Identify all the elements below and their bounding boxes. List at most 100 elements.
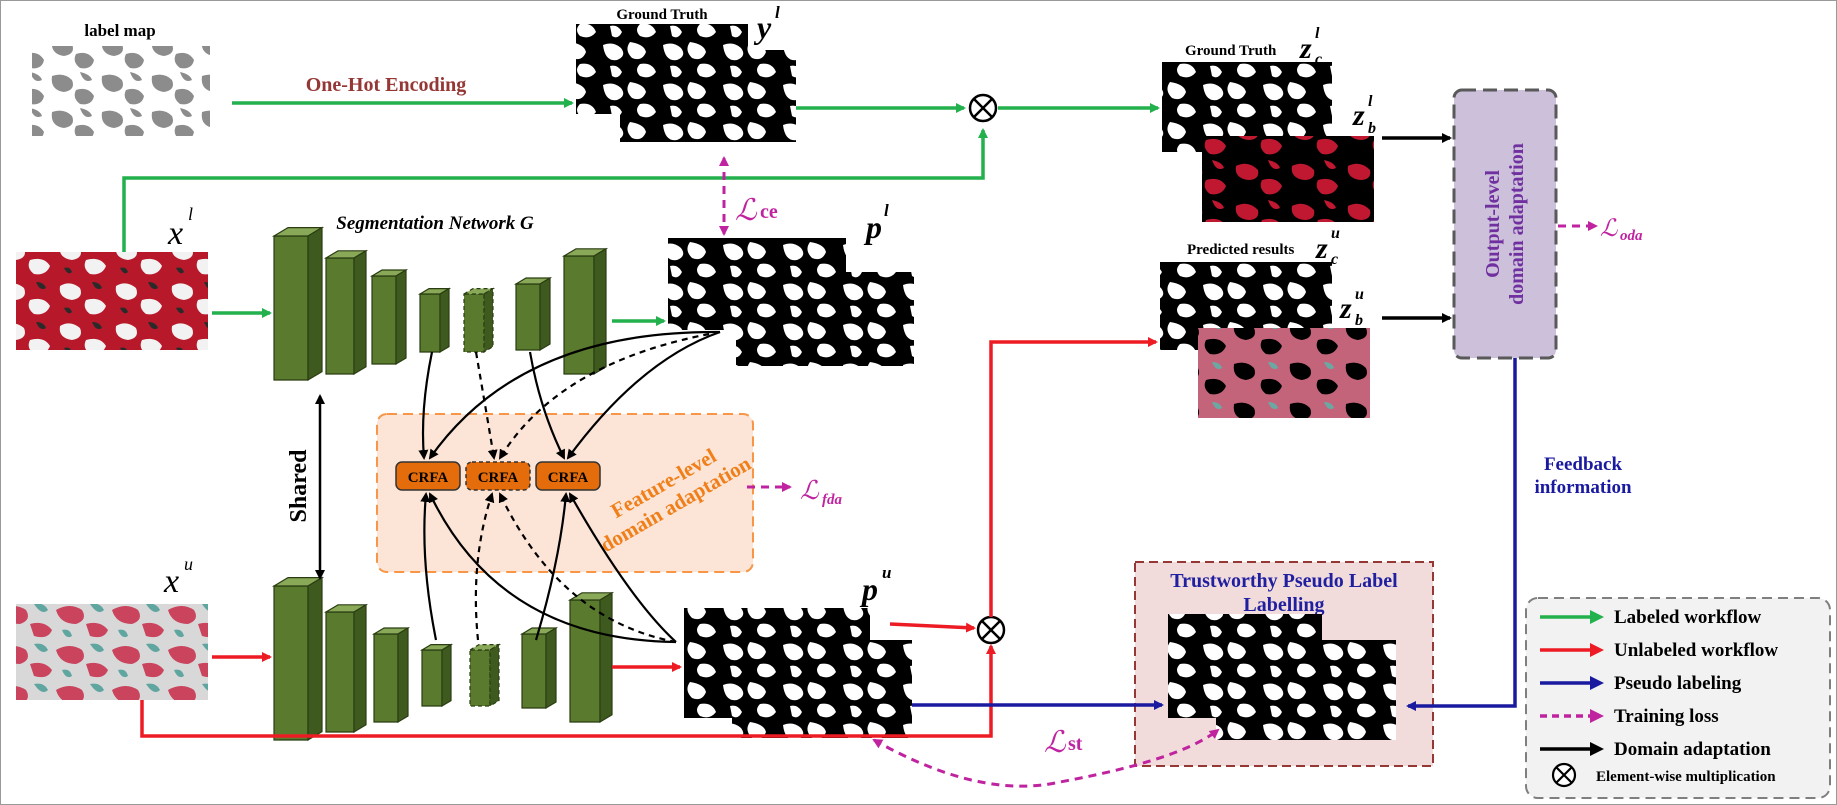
oda-line1: Output-level <box>1482 170 1504 278</box>
svg-text:z: z <box>1352 99 1365 132</box>
svg-text:CRFA: CRFA <box>408 470 449 486</box>
layer-top-7 <box>561 247 609 376</box>
svg-text:x: x <box>163 563 179 600</box>
tpl-box: Trustworthy Pseudo Label Labelling <box>1134 561 1434 767</box>
training-loss-lines <box>719 156 1598 788</box>
legend-label-5: Domain adaptation <box>1614 739 1771 760</box>
segmentation-network-labeled <box>271 226 609 382</box>
layer-bottom-7 <box>567 591 615 724</box>
var-zc-u: z c u <box>1315 225 1340 268</box>
svg-text:z: z <box>1299 32 1312 65</box>
svg-text:b: b <box>1355 312 1363 329</box>
layer-bottom-4 <box>419 643 454 708</box>
tpl-title-line2: Labelling <box>1243 594 1324 616</box>
ground-truth-zl-images: Ground Truth <box>1162 43 1374 222</box>
svg-text:u: u <box>1355 286 1364 303</box>
svg-text:y: y <box>753 9 772 45</box>
input-xu-image <box>16 604 208 700</box>
svg-text:ℒ: ℒ <box>1600 216 1618 242</box>
svg-text:CRFA: CRFA <box>478 470 519 486</box>
layer-top-1 <box>271 226 325 382</box>
feedback-line2: information <box>1534 477 1632 498</box>
segmentation-network-title: Segmentation Network G <box>336 213 534 234</box>
svg-text:st: st <box>1068 733 1083 755</box>
multiply-node-top <box>968 93 998 123</box>
layer-top-3 <box>369 268 409 366</box>
svg-text:l: l <box>1315 25 1320 42</box>
layer-top-6 <box>513 276 553 352</box>
svg-text:CRFA: CRFA <box>548 470 589 486</box>
domain-adaptation-lines <box>1382 133 1452 323</box>
svg-text:b: b <box>1368 120 1376 137</box>
legend-arrowhead-4 <box>1590 709 1604 723</box>
var-zb-l: z b l <box>1352 93 1376 137</box>
loss-oda-label: ℒ oda <box>1600 216 1643 244</box>
svg-text:l: l <box>1368 93 1373 110</box>
legend-arrowhead-1 <box>1590 610 1604 624</box>
legend-label-1: Labeled workflow <box>1614 607 1762 628</box>
ground-truth-top-caption: Ground Truth <box>616 7 708 23</box>
fda-box: Feature-level domain adaptation <box>376 413 755 573</box>
svg-text:u: u <box>882 563 891 582</box>
svg-text:p: p <box>863 209 882 245</box>
loss-fda-label: ℒ fda <box>800 476 842 508</box>
predicted-zu-images: Predicted results <box>1160 242 1370 418</box>
var-p-l: p l <box>863 201 889 245</box>
crfa-module-3: CRFA <box>535 461 601 491</box>
layer-bottom-3 <box>371 626 411 724</box>
segmentation-network-unlabeled <box>271 576 615 742</box>
svg-text:ce: ce <box>760 201 778 223</box>
layer-top-5 <box>461 287 496 354</box>
var-y-l: y l <box>753 3 780 45</box>
layer-bottom-5 <box>467 643 502 708</box>
svg-text:u: u <box>184 554 193 574</box>
pseudo-labeling-lines <box>912 358 1517 711</box>
svg-text:u: u <box>1331 225 1340 242</box>
layer-bottom-6 <box>519 626 559 710</box>
svg-text:x: x <box>167 215 183 252</box>
tpl-title-line1: Trustworthy Pseudo Label <box>1170 570 1398 592</box>
prediction-pl-image <box>668 238 914 366</box>
svg-text:fda: fda <box>822 492 842 508</box>
svg-text:ℒ: ℒ <box>800 476 820 505</box>
oda-box: Output-level domain adaptation <box>1452 88 1558 360</box>
svg-text:l: l <box>188 204 193 224</box>
var-x-u: x u <box>163 554 193 600</box>
svg-text:ℒ: ℒ <box>1044 726 1067 759</box>
ground-truth-right-caption: Ground Truth <box>1185 43 1277 59</box>
input-xl-image <box>16 252 208 350</box>
svg-text:l: l <box>884 201 889 220</box>
label-map-image: label map <box>32 21 210 136</box>
multiply-node-bottom <box>976 615 1006 645</box>
predicted-results-caption: Predicted results <box>1187 242 1295 258</box>
layer-bottom-1 <box>271 576 325 742</box>
prediction-pu-image <box>684 608 912 738</box>
crfa-feature-connections <box>418 330 721 644</box>
svg-text:c: c <box>1331 251 1338 268</box>
var-zc-l: z c l <box>1299 25 1322 68</box>
var-p-u: p u <box>859 563 891 607</box>
pseudo-label-front-image <box>1216 640 1396 740</box>
ground-truth-yl-image: Ground Truth <box>576 7 796 142</box>
labeled-workflow-lines <box>122 98 1160 326</box>
unlabeled-workflow-lines <box>140 337 1158 738</box>
loss-ce-label: ℒ ce <box>735 194 778 227</box>
legend-multiply-symbol <box>1551 762 1577 788</box>
legend-label-3: Pseudo labeling <box>1614 673 1742 694</box>
svg-text:p: p <box>859 571 878 607</box>
loss-st-label: ℒ st <box>1044 726 1083 759</box>
layer-top-4 <box>417 287 452 354</box>
var-x-l: x l <box>167 204 193 252</box>
legend-multiply-label: Element-wise multiplication <box>1596 769 1776 785</box>
var-zb-u: z b u <box>1339 286 1364 329</box>
layer-bottom-2 <box>323 603 369 734</box>
svg-text:z: z <box>1315 232 1328 265</box>
svg-text:oda: oda <box>1620 228 1643 244</box>
crfa-module-2: CRFA <box>465 461 531 491</box>
svg-text:z: z <box>1339 292 1352 325</box>
one-hot-label: One-Hot Encoding <box>306 74 467 96</box>
legend-label-4: Training loss <box>1614 706 1719 727</box>
legend-label-2: Unlabeled workflow <box>1614 640 1778 661</box>
